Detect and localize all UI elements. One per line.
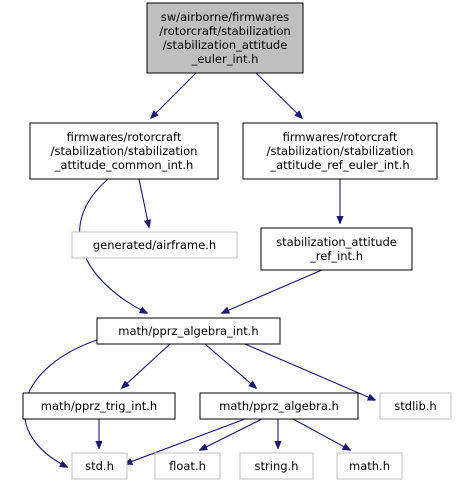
node-float[interactable]: float.h [154,452,221,480]
edge-alg-std [125,418,246,464]
node-root[interactable]: sw/airborne/firmwares/rotorcraft/stabili… [146,2,304,74]
edge-common-airframe [138,178,149,227]
node-label-line: /stabilization_attitude [163,38,288,52]
node-box [379,392,452,420]
node-label-line: /rotorcraft/stabilization [159,24,290,38]
node-box [242,122,438,180]
node-box [96,317,281,345]
node-std[interactable]: std.h [71,452,128,480]
edge-root-common [151,72,197,118]
node-label-line: stdlib.h [394,399,436,413]
node-label-line: math/pprz_algebra.h [219,399,339,413]
edge-alg-float [200,418,263,450]
node-label-line: _attitude_ref_euler_int.h [269,158,409,172]
edge-algint-stdlib [244,343,375,400]
edge-line [151,72,197,118]
edge-line [200,418,263,450]
node-box [71,452,128,480]
edge-line [222,269,323,313]
node-label-line: generated/airframe.h [93,238,216,252]
node-box [71,231,238,259]
node-common[interactable]: firmwares/rotorcraft/stabilization/stabi… [29,122,219,180]
node-box [260,227,413,271]
node-box [154,452,221,480]
node-trig[interactable]: math/pprz_trig_int.h [22,392,176,420]
node-string[interactable]: string.h [239,452,314,480]
node-label-line: std.h [85,459,114,473]
edge-line [244,343,375,400]
node-label-line: _ref_int.h [309,249,363,263]
node-algint[interactable]: math/pprz_algebra_int.h [96,317,281,345]
node-box [29,122,219,180]
node-box [22,392,176,420]
node-box [146,2,304,74]
edge-line [138,178,149,227]
node-label-line: math.h [349,459,390,473]
node-box [336,452,403,480]
edge-line [292,418,350,450]
edge-algint-trig [122,343,171,388]
node-label-line: _attitude_common_int.h [54,158,194,172]
node-label-line: float.h [169,459,206,473]
node-refeuler[interactable]: firmwares/rotorcraft/stabilization/stabi… [242,122,438,180]
edge-algint-alg [204,343,256,388]
node-airframe[interactable]: generated/airframe.h [71,231,238,259]
nodes-layer: sw/airborne/firmwares/rotorcraft/stabili… [22,2,452,480]
node-math[interactable]: math.h [336,452,403,480]
edge-line [204,343,256,388]
node-label-line: stabilization_attitude [276,235,397,249]
node-label-line: firmwares/rotorcraft [67,130,182,144]
edge-line [125,418,246,464]
node-alg[interactable]: math/pprz_algebra.h [199,392,359,420]
node-label-line: _euler_int.h [191,52,259,66]
edge-line [255,72,302,118]
node-label-line: /stabilization/stabilization [51,144,198,158]
edge-refint-algint [222,269,323,313]
node-label-line: /stabilization/stabilization [267,144,414,158]
node-label-line: string.h [255,459,299,473]
node-label-line: math/pprz_trig_int.h [41,399,157,413]
node-box [199,392,359,420]
edge-alg-math [292,418,350,450]
edges-layer [24,72,375,467]
node-refint[interactable]: stabilization_attitude_ref_int.h [260,227,413,271]
node-box [239,452,314,480]
edge-root-refeuler [255,72,302,118]
node-label-line: sw/airborne/firmwares [161,10,289,24]
node-stdlib[interactable]: stdlib.h [379,392,452,420]
edge-line [122,343,171,388]
node-label-line: firmwares/rotorcraft [283,130,398,144]
node-label-line: math/pprz_algebra_int.h [118,324,258,338]
